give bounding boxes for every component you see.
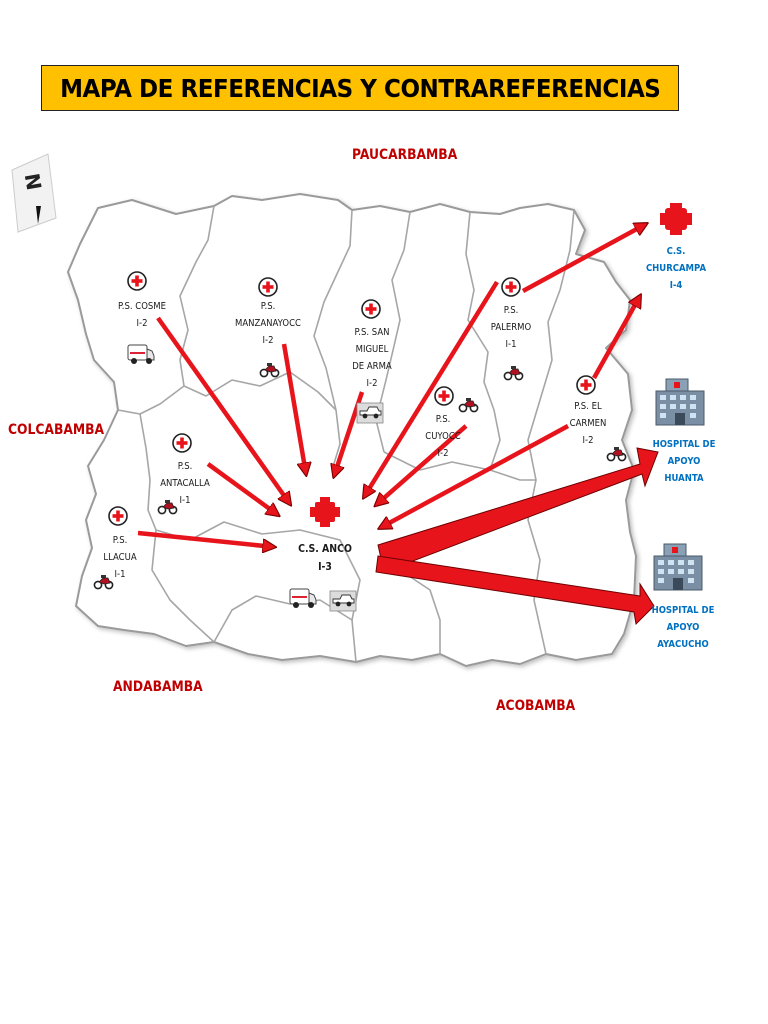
map-title: MAPA DE REFERENCIAS Y CONTRAREFERENCIAS <box>59 73 661 103</box>
arrow-llacua-anco <box>137 530 274 547</box>
label-ps-san-miguel: P.S. SAN MIGUEL DE ARMA I-2 <box>352 327 392 389</box>
anco-red-cross-icon <box>310 497 340 527</box>
red-cross-icon <box>434 386 454 406</box>
pickup-truck-icon <box>356 402 384 424</box>
north-arrow-icon: N <box>8 140 58 235</box>
motorcycle-icon <box>259 362 280 378</box>
label-ps-el-carmen: P.S. EL CARMEN I-2 <box>569 401 607 446</box>
label-ps-antacalla: P.S. ANTACALLA I-1 <box>160 461 210 506</box>
arrow-anco-huanta <box>377 447 659 573</box>
label-ps-manzanayocc: P.S. MANZANAYOCC I-2 <box>235 301 301 346</box>
red-cross-icon <box>501 277 521 297</box>
ambulance-icon <box>127 344 155 365</box>
map-title-box: MAPA DE REFERENCIAS Y CONTRAREFERENCIAS <box>41 65 679 111</box>
pickup-truck-icon <box>329 590 357 612</box>
arrow-anco-ayacucho <box>375 555 655 626</box>
hospital-building-icon <box>653 543 703 591</box>
label-cs-anco: C.S. ANCO I-3 <box>298 542 352 573</box>
red-cross-icon <box>576 375 596 395</box>
label-hospital-ayacucho: HOSPITAL DE APOYO AYACUCHO <box>651 605 715 650</box>
red-cross-icon <box>361 299 381 319</box>
arrow-antacalla-anco <box>206 462 278 515</box>
motorcycle-icon <box>606 446 627 462</box>
label-ps-cuyocc: P.S. CUYOCC I-2 <box>425 414 461 459</box>
red-cross-icon <box>127 271 147 291</box>
motorcycle-icon <box>503 365 524 381</box>
arrow-cosme-anco <box>156 316 290 504</box>
ambulance-icon <box>289 588 317 609</box>
arrow-elcarmen-anco <box>380 424 570 528</box>
arrow-manzanayocc-anco <box>281 343 306 474</box>
churcampa-red-cross-icon <box>660 203 692 235</box>
label-hospital-huanta: HOSPITAL DE APOYO HUANTA <box>652 439 716 484</box>
arrow-palermo-churcampa <box>521 224 646 293</box>
region-andabamba: ANDABAMBA <box>113 679 203 695</box>
region-acobamba: ACOBAMBA <box>496 698 576 714</box>
hospital-building-icon <box>655 378 705 426</box>
region-paucarbamba: PAUCARBAMBA <box>352 147 458 163</box>
compass-letter: N <box>20 171 47 192</box>
red-cross-icon <box>172 433 192 453</box>
motorcycle-icon <box>458 397 479 413</box>
label-ps-llacua: P.S. LLACUA I-1 <box>103 535 137 580</box>
red-cross-icon <box>108 506 128 526</box>
label-cs-churcampa: C.S. CHURCAMPA I-4 <box>645 246 707 291</box>
arrow-cuyocc-anco <box>376 424 468 505</box>
label-ps-palermo: P.S. PALERMO I-1 <box>490 305 532 350</box>
label-ps-cosme: P.S. COSME I-2 <box>117 301 167 329</box>
arrow-elcarmen-churcampa <box>592 296 640 380</box>
red-cross-icon <box>258 277 278 297</box>
arrow-palermo-anco <box>364 280 499 497</box>
region-colcabamba: COLCABAMBA <box>8 422 105 438</box>
district-outline <box>67 193 637 667</box>
